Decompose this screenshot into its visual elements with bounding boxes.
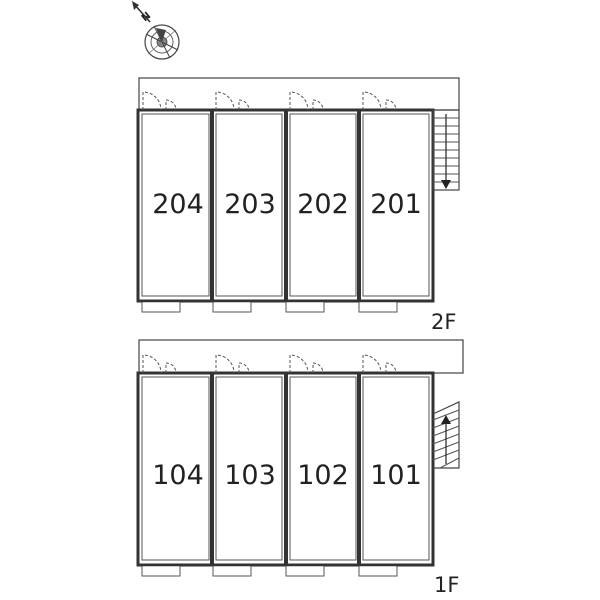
unit-202[interactable] — [289, 113, 357, 297]
corridor-1f — [138, 339, 464, 374]
balcony — [141, 564, 398, 577]
unit-104[interactable] — [141, 376, 210, 561]
unit-201[interactable] — [362, 113, 430, 297]
compass-rose-icon: N — [132, 1, 180, 60]
unit-204[interactable] — [141, 113, 210, 297]
unit-101[interactable] — [362, 376, 430, 561]
unit-wall — [284, 110, 288, 301]
unit-103[interactable] — [215, 376, 283, 561]
balcony — [141, 300, 398, 313]
unit-wall — [284, 373, 288, 565]
unit-wall — [357, 373, 361, 565]
floor-1f: 104 103 102 101 1F — [136, 339, 464, 597]
unit-label-102: 102 — [297, 460, 349, 491]
unit-label-103: 103 — [224, 460, 276, 491]
arrow-up-icon — [441, 415, 451, 424]
arrow-down-icon — [441, 180, 451, 189]
stairs-1f — [432, 401, 460, 469]
unit-label-104: 104 — [152, 460, 204, 491]
unit-wall — [357, 110, 361, 301]
unit-label-101: 101 — [370, 460, 422, 491]
unit-102[interactable] — [289, 376, 357, 561]
unit-label-204: 204 — [152, 189, 204, 220]
door-icon — [142, 91, 397, 111]
unit-label-201: 201 — [370, 189, 422, 220]
floor-label-2f: 2F — [431, 310, 456, 334]
floor-2f: 204 203 202 201 2F — [136, 77, 460, 334]
door-icon — [142, 354, 397, 374]
unit-wall — [210, 110, 214, 301]
stairs-2f — [432, 109, 460, 191]
unit-203[interactable] — [215, 113, 283, 297]
unit-label-203: 203 — [224, 189, 276, 220]
unit-wall — [210, 373, 214, 565]
unit-label-202: 202 — [297, 189, 349, 220]
floor-label-1f: 1F — [434, 573, 459, 597]
